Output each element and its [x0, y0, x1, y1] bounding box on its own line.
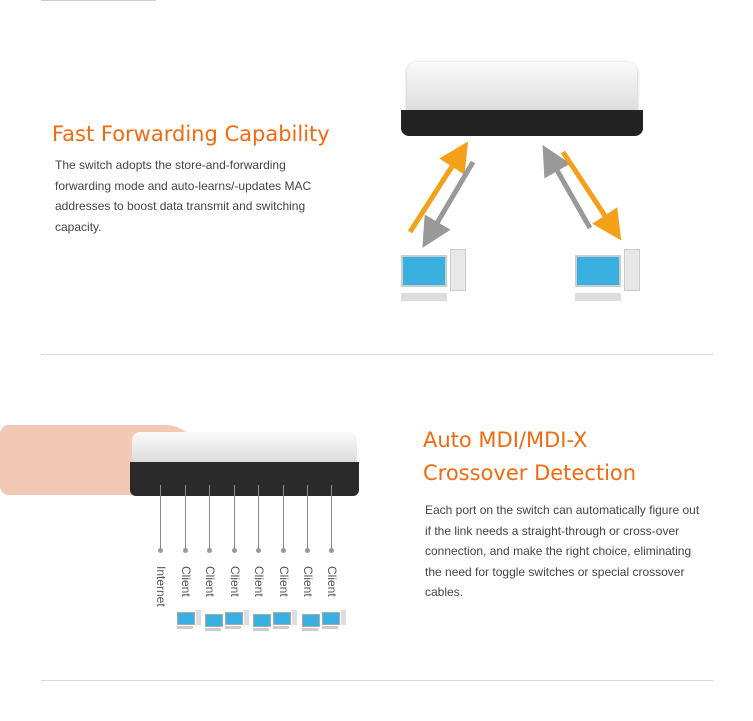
port-label-client: Client	[252, 566, 266, 597]
computer-icon	[302, 614, 320, 631]
port-dot	[207, 548, 212, 553]
port-label-client: Client	[277, 566, 291, 597]
port-label-client: Client	[325, 566, 339, 597]
traffic-arrows-diagram	[407, 141, 622, 248]
computer-icon	[225, 610, 249, 629]
port-label-client: Client	[228, 566, 242, 597]
port-label-client: Client	[203, 566, 217, 597]
port-label-internet: Internet	[154, 566, 168, 607]
computer-icon	[322, 610, 346, 629]
section-title-fast-forwarding: Fast Forwarding Capability	[52, 122, 330, 146]
port-dot	[232, 548, 237, 553]
switch-image	[397, 62, 647, 142]
computer-icon	[253, 614, 271, 631]
port-line	[209, 485, 210, 550]
section-description: Each port on the switch can automaticall…	[425, 503, 700, 599]
computer-icon	[177, 610, 201, 629]
top-rule	[41, 0, 156, 1]
port-dot	[183, 548, 188, 553]
port-dot	[256, 548, 261, 553]
port-line	[160, 485, 161, 550]
port-label-client: Client	[179, 566, 193, 597]
port-dot	[281, 548, 286, 553]
section-divider	[41, 354, 713, 355]
computer-icon-right	[575, 249, 640, 301]
computer-icon-left	[401, 249, 466, 301]
arrow-orange-down	[560, 150, 622, 241]
port-line	[234, 485, 235, 550]
hand-holding-switch-image	[0, 420, 360, 520]
arrow-gray-down	[422, 160, 476, 248]
port-line	[185, 485, 186, 550]
arrow-gray-up	[542, 144, 593, 230]
computer-icon	[273, 610, 297, 629]
arrow-orange-up	[407, 141, 469, 234]
title-line-2: Crossover Detection	[423, 461, 637, 485]
port-dot	[329, 548, 334, 553]
port-line	[331, 485, 332, 550]
port-line	[283, 485, 284, 550]
port-dot	[305, 548, 310, 553]
port-dot	[158, 548, 163, 553]
port-line	[307, 485, 308, 550]
port-line	[258, 485, 259, 550]
title-line-1: Auto MDI/MDI-X	[423, 428, 588, 452]
section-description: The switch adopts the store-and-forwardi…	[55, 158, 312, 234]
computer-icon	[205, 614, 223, 631]
section-title-mdi: Auto MDI/MDI-X Crossover Detection	[423, 424, 636, 490]
section-divider	[41, 680, 713, 681]
port-label-client: Client	[301, 566, 315, 597]
